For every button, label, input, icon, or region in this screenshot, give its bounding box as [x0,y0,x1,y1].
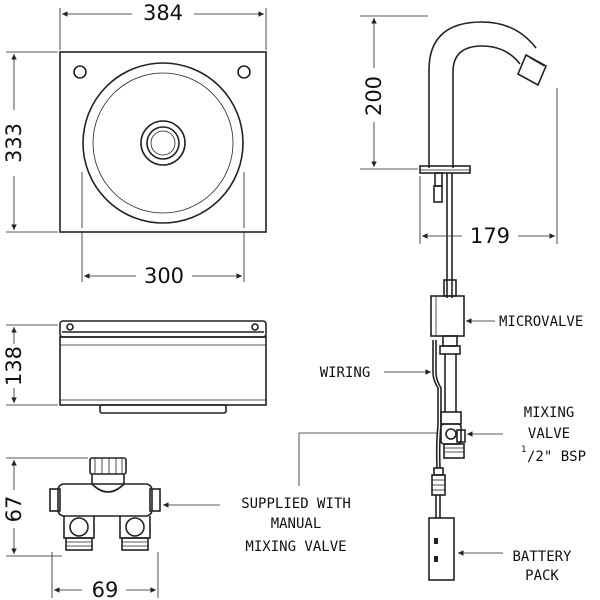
spout [419,21,548,298]
tap-height-label: 200 [362,76,386,116]
microvalve-assembly [430,279,466,518]
microvalve-label: MICROVALVE [499,314,583,330]
battery-label-line1: BATTERY [512,549,572,565]
battery-pack [428,517,455,581]
valve-width-label: 69 [92,578,119,600]
basin-depth-label: 138 [2,346,26,386]
tap-reach-dimension: 179 [419,88,558,248]
supplied-label-line2: MANUAL [271,516,322,532]
basin-inner-width-label: 300 [144,264,184,288]
battery-label-line2: PACK [525,568,559,584]
mixing-valve-label-line3: /2" BSP [527,449,586,465]
basin-height-dimension: 333 [2,51,58,233]
valve-height-dimension: 67 [2,457,88,557]
mixing-valve-label-line1: MIXING [524,405,575,421]
mixing-valve-label-line2: VALVE [528,426,570,442]
supplied-label-line3: MIXING VALVE [245,539,346,555]
basin-top-view [59,51,267,233]
wiring-label: WIRING [320,365,371,381]
supplied-label-line1: SUPPLIED WITH [241,496,351,512]
basin-height-label: 333 [2,123,26,163]
basin-inner-width-dimension: 300 [81,232,245,288]
basin-width-label: 384 [143,1,183,25]
manual-mixing-valve [49,457,161,551]
basin-side-view [59,320,267,414]
basin-depth-dimension: 138 [2,324,58,406]
tap-height-dimension: 200 [360,15,428,170]
tap-reach-label: 179 [470,224,510,248]
valve-height-label: 67 [2,496,26,523]
mixing-valve-label-sup: 1 [521,445,526,455]
valve-width-dimension: 69 [51,552,159,600]
basin-width-dimension: 384 [59,1,267,50]
